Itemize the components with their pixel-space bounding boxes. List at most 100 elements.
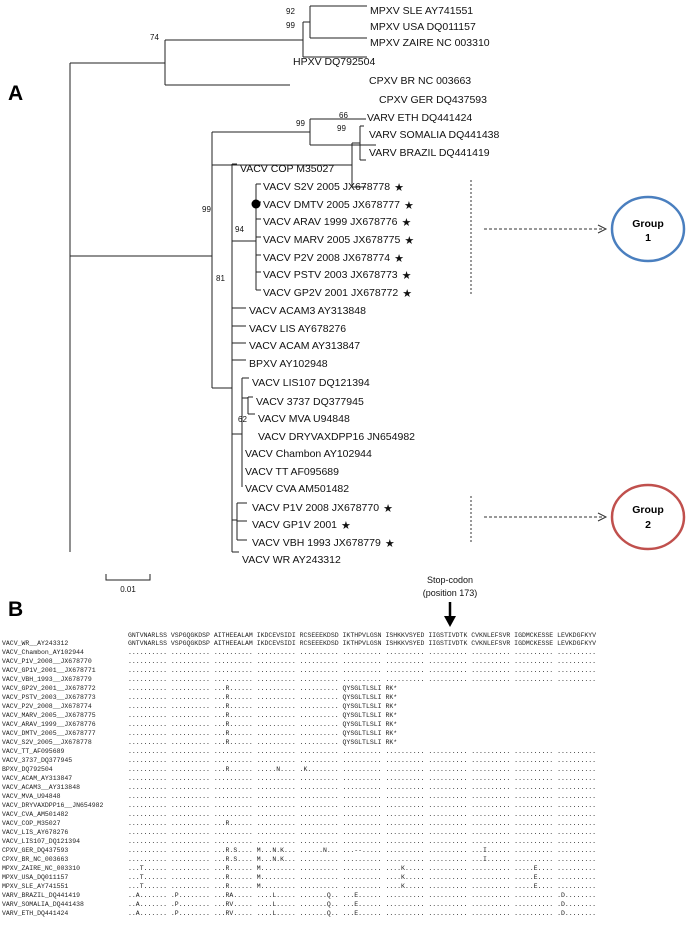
alignment-row-sequence: .......... .......... ...R...... .......… bbox=[128, 820, 596, 827]
star-marker-icon: ★ bbox=[341, 519, 351, 532]
alignment-row-sequence: .......... .......... .......... .......… bbox=[128, 775, 596, 782]
group1-label-line2: 1 bbox=[645, 232, 651, 244]
alignment-row-sequence: .......... .......... ...R...... .......… bbox=[128, 694, 397, 701]
alignment-row-name: VACV_MVA_U94848 bbox=[2, 793, 61, 800]
star-marker-icon: ★ bbox=[404, 199, 414, 212]
group2-annotation: Group 2 bbox=[470, 483, 686, 551]
alignment-row-name: VACV_MARV_2005__JX678775 bbox=[2, 712, 96, 719]
alignment-row-name: VACV_COP_M35027 bbox=[2, 820, 61, 827]
tree-leaf-label: VACV DRYVAXDPP16 JN654982 bbox=[258, 431, 415, 443]
tree-leaf-label: VACV WR AY243312 bbox=[242, 554, 341, 566]
tree-leaf-label: BPXV AY102948 bbox=[249, 358, 328, 370]
stop-codon-label-line1: Stop-codon bbox=[427, 575, 473, 585]
tree-leaf-label: VACV LIS AY678276 bbox=[249, 323, 346, 335]
alignment-row-sequence: .......... .......... .......... .......… bbox=[128, 658, 596, 665]
stop-codon-marker: Stop-codon (position 173) bbox=[423, 575, 478, 627]
tree-leaf-label: VACV P1V 2008 JX678770 bbox=[252, 502, 379, 514]
tree-leaf-label: VARV BRAZIL DQ441419 bbox=[369, 147, 490, 159]
alignment-row-name: VACV_GP2V_2001__JX678772 bbox=[2, 685, 96, 692]
alignment-row-name: MPXV_ZAIRE_NC_003310 bbox=[2, 865, 80, 872]
alignment-row-sequence: .......... .......... ...R...... .......… bbox=[128, 739, 397, 746]
alignment-row-name: VACV_P2V_2008__JX678774 bbox=[2, 703, 92, 710]
alignment-row-sequence: .......... .......... .......... .......… bbox=[128, 811, 596, 818]
tree-leaf-label: VACV GP1V 2001 bbox=[252, 519, 337, 531]
alignment-row-sequence: ..A....... .P........ ...RV..... ....L..… bbox=[128, 910, 596, 917]
tree-leaf-label: VACV ACAM AY313847 bbox=[249, 340, 360, 352]
tree-leaf-label: CPXV GER DQ437593 bbox=[379, 94, 487, 106]
alignment-row-name: VACV_GP1V_2001__JX678771 bbox=[2, 667, 96, 674]
alignment-row-sequence: .......... .......... .......... .......… bbox=[128, 838, 596, 845]
alignment-row-sequence: .......... .......... .......... .......… bbox=[128, 784, 596, 791]
tree-leaf-label: VACV TT AF095689 bbox=[245, 466, 339, 478]
alignment-row-sequence: .......... .......... ...R...... .......… bbox=[128, 685, 397, 692]
group2-circle bbox=[610, 483, 686, 551]
highlight-dot-icon bbox=[251, 199, 261, 209]
alignment-row-name: CPXV_GER_DQ437593 bbox=[2, 847, 68, 854]
bootstrap-value: 81 bbox=[216, 274, 225, 283]
alignment-row-name: VACV_PSTV_2003__JX678773 bbox=[2, 694, 96, 701]
star-marker-icon: ★ bbox=[401, 216, 411, 229]
star-marker-icon: ★ bbox=[402, 269, 412, 282]
alignment-row-name: VARV_BRAZIL_DQ441419 bbox=[2, 892, 80, 899]
alignment-row-sequence: .......... .......... .......... .......… bbox=[128, 793, 596, 800]
group2-label-line2: 2 bbox=[645, 519, 651, 531]
alignment-row-name: VACV_S2V_2005__JX678778 bbox=[2, 739, 92, 746]
alignment-row-name: CPXV_BR_NC_003663 bbox=[2, 856, 68, 863]
panel-b-label: B bbox=[8, 598, 23, 621]
panel-a-label: A bbox=[8, 82, 23, 105]
alignment-row-sequence: .......... .......... .......... .......… bbox=[128, 802, 596, 809]
tree-leaf-label: MPXV SLE AY741551 bbox=[370, 5, 473, 17]
alignment-row-sequence: .......... .......... .......... .......… bbox=[128, 649, 596, 656]
alignment-row-name: VACV_DMTV_2005__JX678777 bbox=[2, 730, 96, 737]
tree-leaf-label: VACV COP M35027 bbox=[240, 163, 334, 175]
bootstrap-value: 74 bbox=[150, 33, 159, 42]
alignment-row-name: VACV_3737_DQ377945 bbox=[2, 757, 72, 764]
alignment-row-sequence: .......... .......... ...R...... .......… bbox=[128, 721, 397, 728]
sequence-alignment: GNTVNARLSS VSPGQGKDSP AITHEEALAM IKDCEVS… bbox=[2, 632, 596, 917]
alignment-row-name: VARV_ETH_DQ441424 bbox=[2, 910, 68, 917]
tree-leaf-label: VACV LIS107 DQ121394 bbox=[252, 377, 370, 389]
tree-leaf-label: MPXV USA DQ011157 bbox=[370, 21, 476, 33]
alignment-row-name: VACV_VBH_1993__JX678779 bbox=[2, 676, 92, 683]
alignment-row-sequence: ...T...... .......... ...R...... M......… bbox=[128, 874, 596, 881]
alignment-row-name: VACV_TT_AF095689 bbox=[2, 748, 65, 755]
group1-label-line1: Group bbox=[632, 218, 664, 230]
alignment-row-sequence: ..A....... .P........ ...RV..... ....L..… bbox=[128, 901, 596, 908]
star-marker-icon: ★ bbox=[402, 287, 412, 300]
alignment-row-sequence: .......... .......... .......... .......… bbox=[128, 829, 596, 836]
tree-leaf-label: VARV ETH DQ441424 bbox=[367, 112, 472, 124]
stop-codon-label-line2: (position 173) bbox=[423, 588, 478, 598]
tree-leaf-label: VACV Chambon AY102944 bbox=[245, 448, 372, 460]
bootstrap-value: 62 bbox=[238, 415, 247, 424]
scale-bar: 0.01 bbox=[105, 574, 151, 594]
alignment-row-name: MPXV_SLE_AY741551 bbox=[2, 883, 68, 890]
alignment-row-name: VACV_LIS107_DQ121394 bbox=[2, 838, 80, 845]
tree-leaf-label: HPXV DQ792504 bbox=[293, 56, 375, 68]
star-marker-icon: ★ bbox=[394, 252, 404, 265]
bootstrap-value: 99 bbox=[337, 124, 346, 133]
alignment-row-sequence: .......... .......... ...R.S.... M...N.K… bbox=[128, 856, 596, 863]
tree-leaf-label: VACV MVA U94848 bbox=[258, 413, 350, 425]
alignment-row-name: VACV_WR__AY243312 bbox=[2, 640, 68, 647]
alignment-row-sequence: .......... .......... ...R.S.... M...N.K… bbox=[128, 847, 596, 854]
alignment-row-name: VACV_Chambon_AY102944 bbox=[2, 649, 84, 656]
tree-leaf-label: VACV MARV 2005 JX678775 bbox=[263, 234, 401, 246]
star-marker-icon: ★ bbox=[394, 181, 404, 194]
tree-leaf-label: MPXV ZAIRE NC 003310 bbox=[370, 37, 490, 49]
group1-annotation: Group 1 bbox=[470, 180, 686, 294]
alignment-row-sequence: .......... .......... ...R...... .......… bbox=[128, 703, 397, 710]
bootstrap-value: 99 bbox=[296, 119, 305, 128]
alignment-reference: GNTVNARLSS VSPGQGKDSP AITHEEALAM IKDCEVS… bbox=[128, 632, 596, 639]
alignment-row-name: VACV_ARAV_1999__JX678776 bbox=[2, 721, 96, 728]
bootstrap-value: 99 bbox=[286, 21, 295, 30]
star-marker-icon: ★ bbox=[404, 234, 414, 247]
tree-leaf-label: VACV ACAM3 AY313848 bbox=[249, 305, 366, 317]
bootstrap-value: 66 bbox=[339, 111, 348, 120]
alignment-row-sequence: ..A....... .P........ ...RA..... ....L..… bbox=[128, 892, 596, 899]
tree-leaf-label: VACV 3737 DQ377945 bbox=[256, 396, 364, 408]
alignment-row-sequence: .......... .......... ...R...... .......… bbox=[128, 712, 397, 719]
